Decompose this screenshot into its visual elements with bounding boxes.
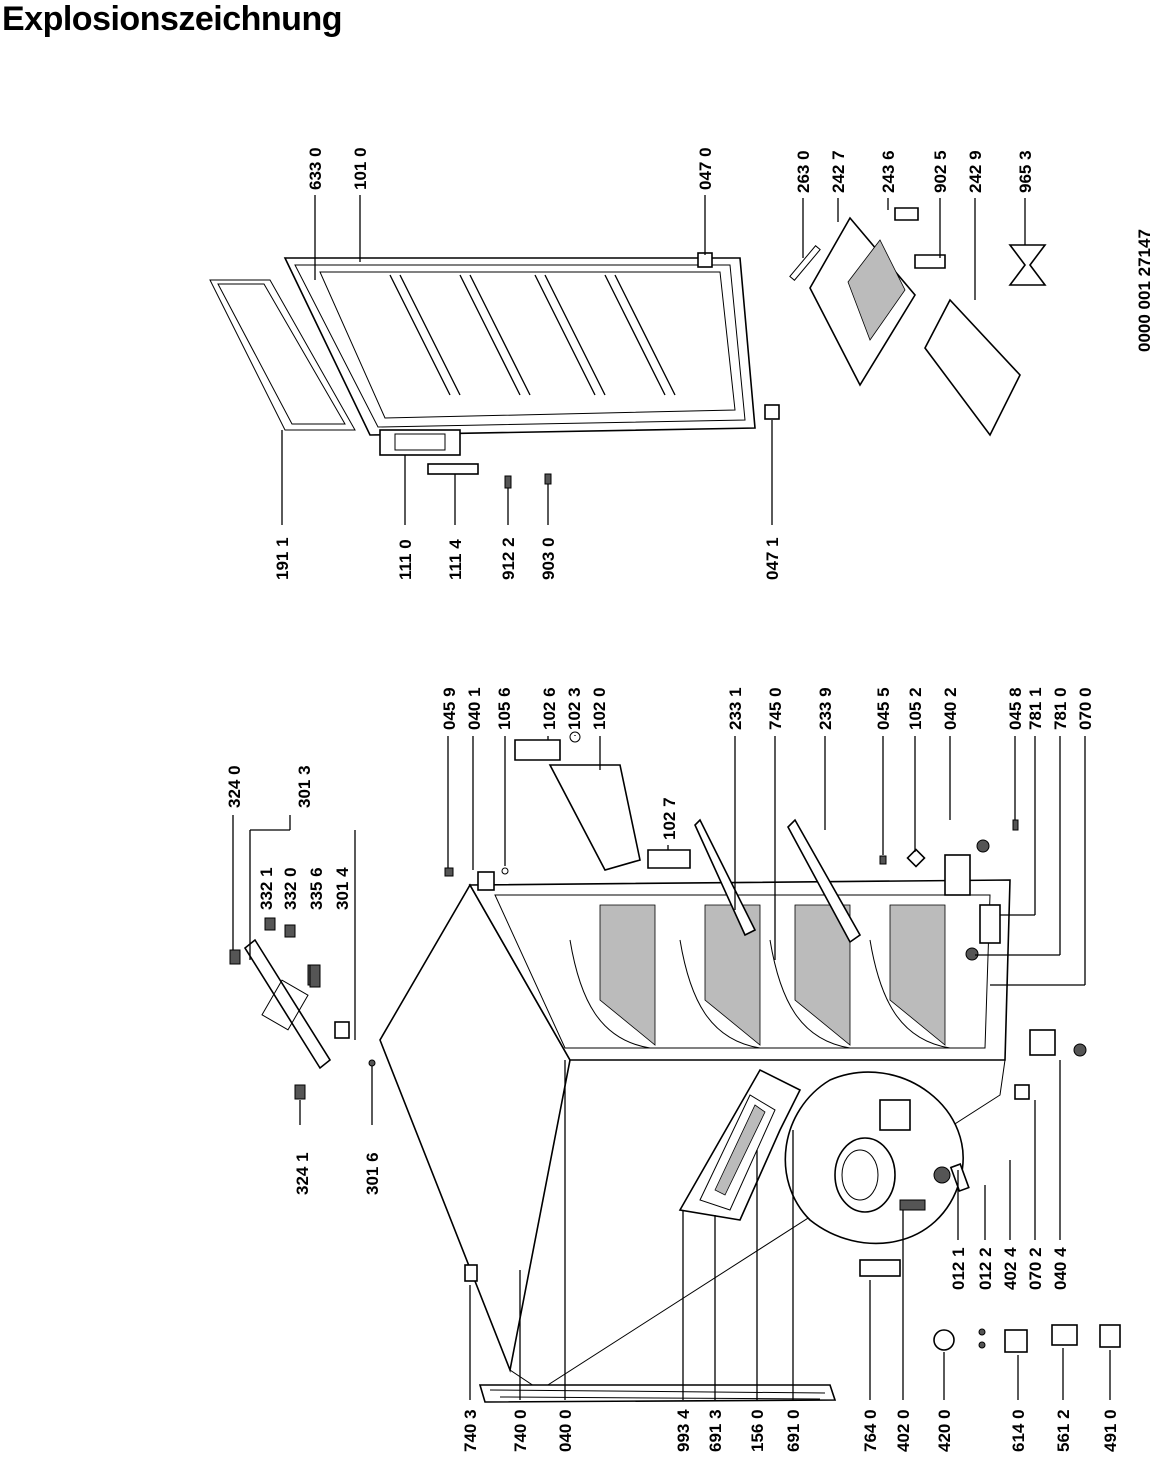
leader-lines	[232, 195, 1111, 1400]
small-parts	[229, 731, 1121, 1353]
part-label: 047 0	[696, 147, 715, 190]
part-label: 965 3	[1016, 150, 1035, 193]
part-labels: 324 0 301 3 332 1 332 0 335 6 301 4 324 …	[225, 147, 1154, 1452]
part-label: 402 4	[1001, 1247, 1020, 1290]
part-label: 242 7	[829, 150, 848, 193]
part-label: 902 5	[931, 150, 950, 193]
part-label: 335 6	[307, 867, 326, 910]
part-label: 614 0	[1009, 1409, 1028, 1452]
part-label: 040 0	[556, 1409, 575, 1452]
cabinet	[379, 879, 1011, 1391]
part-label: 045 9	[440, 687, 459, 730]
part-label: 040 2	[941, 687, 960, 730]
part-label: 242 9	[966, 150, 985, 193]
part-label: 111 4	[446, 539, 465, 580]
part-label: 420 0	[935, 1409, 954, 1452]
part-label: 040 1	[465, 687, 484, 730]
door	[283, 257, 756, 456]
drawers	[789, 207, 1047, 437]
part-label: 301 3	[295, 765, 314, 808]
part-label: 332 1	[257, 867, 276, 910]
part-label: 012 2	[976, 1247, 995, 1290]
part-label: 105 2	[906, 687, 925, 730]
part-label: 745 0	[766, 687, 785, 730]
door-small-parts	[427, 252, 780, 489]
evaporator-part	[678, 1068, 802, 1221]
page-title: Explosionszeichnung	[2, 0, 342, 38]
part-label: 102 3	[565, 687, 584, 730]
part-label: 491 0	[1101, 1409, 1120, 1452]
part-label: 102 0	[590, 687, 609, 730]
part-label: 912 2	[499, 537, 518, 580]
part-label: 263 0	[794, 150, 813, 193]
part-label: 740 0	[511, 1409, 530, 1452]
part-label: 243 6	[879, 150, 898, 193]
part-label: 047 1	[763, 537, 782, 580]
document-code: 0000 001 27147	[1135, 229, 1154, 352]
part-label: 561 2	[1054, 1409, 1073, 1452]
part-label: 101 0	[351, 147, 370, 190]
part-label: 993 4	[674, 1409, 693, 1452]
part-label: 111 0	[396, 539, 415, 580]
part-label: 633 0	[306, 147, 325, 190]
part-label: 402 0	[894, 1409, 913, 1452]
compressor-part	[784, 1071, 970, 1245]
part-label: 070 2	[1026, 1247, 1045, 1290]
part-label: 324 0	[225, 765, 244, 808]
part-label: 040 4	[1051, 1247, 1070, 1290]
door-gasket-part	[209, 279, 356, 431]
part-label: 156 0	[748, 1409, 767, 1452]
part-label: 324 1	[293, 1152, 312, 1195]
part-label: 105 6	[495, 687, 514, 730]
part-label: 045 5	[874, 687, 893, 730]
part-label: 781 1	[1026, 687, 1045, 730]
part-label: 301 6	[363, 1152, 382, 1195]
part-label: 764 0	[861, 1409, 880, 1452]
part-label: 691 3	[706, 1409, 725, 1452]
part-label: 903 0	[539, 537, 558, 580]
part-label: 045 8	[1006, 687, 1025, 730]
part-label: 233 9	[816, 687, 835, 730]
part-label: 740 3	[461, 1409, 480, 1452]
part-label: 301 4	[333, 867, 352, 910]
part-label: 191 1	[273, 537, 292, 580]
control-panel-part	[243, 938, 350, 1070]
front-strip-part	[478, 1384, 837, 1403]
part-label: 691 0	[784, 1409, 803, 1452]
wire-shelves	[569, 904, 951, 1049]
part-label: 102 7	[660, 797, 679, 840]
part-label: 012 1	[949, 1247, 968, 1290]
part-label: 102 6	[540, 687, 559, 730]
part-label: 781 0	[1051, 687, 1070, 730]
part-label: 233 1	[726, 687, 745, 730]
part-label: 332 0	[281, 867, 300, 910]
part-label: 070 0	[1076, 687, 1095, 730]
